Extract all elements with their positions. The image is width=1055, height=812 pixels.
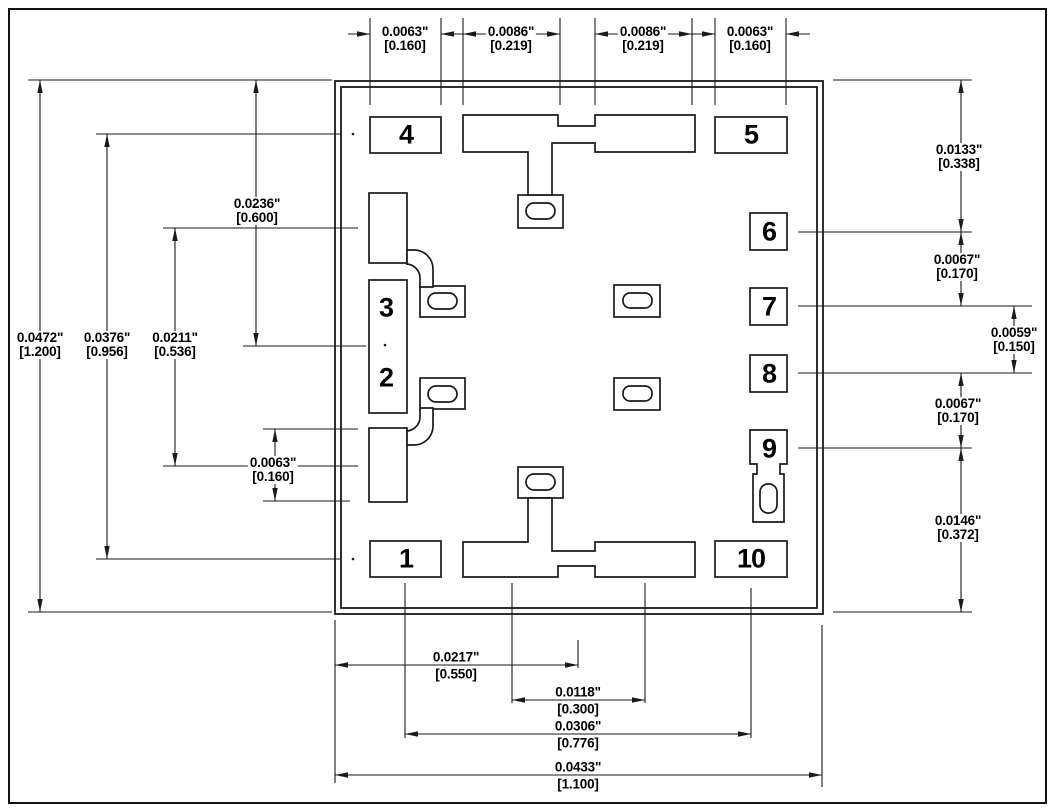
center-lower-slot (622, 385, 653, 402)
dim-inches: 0.0063" (726, 24, 774, 39)
dim-mm: [0.160] (384, 38, 426, 53)
pad-5-label: 5 (743, 119, 759, 150)
dim-mm: [0.600] (236, 210, 278, 225)
package-outline (334, 80, 824, 615)
pad-7-label: 7 (761, 291, 777, 322)
dim-label-right-67b: 0.0067" [0.170] (932, 396, 984, 425)
dim-mm: [0.338] (938, 156, 980, 171)
dim-inches: 0.0472" (16, 330, 64, 345)
dim-label-top4: 0.0063" [0.160] (724, 24, 776, 53)
pad-1-label: 1 (398, 543, 414, 574)
dim-mm: [0.219] (622, 38, 664, 53)
dim-label-left-pitch: 0.0376" [0.956] (81, 330, 133, 359)
dim-mm: [0.170] (936, 266, 978, 281)
dim-mm: [0.150] (993, 339, 1035, 354)
dim-inches: 0.0146" (934, 513, 982, 528)
center-upper-slot (622, 292, 653, 309)
dim-label-left-inner: 0.0211" [0.536] (150, 331, 200, 359)
dim-mm: [0.160] (729, 38, 771, 53)
left-top-pad (368, 192, 408, 264)
pad-1 (369, 540, 442, 578)
pad-4 (369, 116, 442, 154)
dim-mm: [0.956] (86, 344, 128, 359)
dim-label-right-59: 0.0059" [0.150] (988, 325, 1040, 354)
top-t-trace (462, 114, 696, 196)
dim-mm: [1.100] (557, 776, 599, 792)
center-marks (351, 132, 387, 561)
dim-mm: [0.776] (557, 735, 599, 751)
package-inner-rect (340, 86, 818, 609)
pad-6-label: 6 (761, 216, 777, 247)
dim-label-right-top: 0.0133" [0.338] (933, 142, 985, 171)
dim-mm: [0.170] (937, 410, 979, 425)
dim-label-top1: 0.0063" [0.160] (379, 24, 431, 53)
left-bottom-pad (368, 427, 408, 503)
dim-mm: [0.536] (154, 344, 196, 359)
pad-9-label: 9 (761, 433, 777, 464)
pad-6 (749, 212, 788, 251)
bottom-t-slot (525, 473, 556, 491)
dim-label-bottom-300: 0.0118" [0.300] (555, 684, 601, 717)
dim-inches: 0.0067" (934, 396, 982, 411)
pad-5 (714, 116, 788, 154)
pad-8 (749, 354, 788, 393)
dim-label-bottom-half: 0.0217" [0.550] (432, 649, 480, 682)
dim-mm: [0.160] (252, 469, 294, 484)
dim-inches: 0.0217" (432, 649, 480, 665)
dim-inches: 0.0211" (152, 330, 198, 345)
dim-label-top3: 0.0086" [0.219] (617, 24, 669, 53)
dim-inches: 0.0133" (935, 142, 983, 157)
pads (368, 114, 788, 578)
dim-label-bottom-overall: 0.0433" [1.100] (554, 759, 602, 792)
dim-inches: 0.0086" (487, 24, 535, 39)
pad-7 (749, 287, 788, 326)
pad-4-label: 4 (398, 119, 414, 150)
dim-inches: 0.0086" (619, 24, 667, 39)
dim-inches: 0.0067" (933, 252, 981, 267)
dim-label-right-67a: 0.0067" [0.170] (931, 252, 983, 281)
dim-inches: 0.0306" (554, 718, 602, 734)
dim-inches: 0.0063" (381, 24, 429, 39)
dimension-arrows (37, 31, 1017, 778)
pad-10-label: 10 (736, 543, 766, 574)
pad-8-label: 8 (761, 358, 777, 389)
dim-mm: [0.300] (557, 701, 599, 717)
dim-label-bottom-776: 0.0306" [0.776] (554, 718, 602, 751)
dim-label-left-small: 0.0063" [0.160] (247, 455, 299, 484)
dim-mm: [0.219] (490, 38, 532, 53)
dim-mm: [0.550] (435, 666, 477, 682)
extension-lines (28, 18, 1032, 787)
top-t-slot (525, 202, 556, 220)
dim-inches: 0.0118" (555, 684, 601, 700)
left-upper-slot (427, 292, 458, 310)
dim-inches: 0.0063" (249, 455, 297, 470)
dim-inches: 0.0059" (990, 325, 1038, 340)
dim-mm: [0.372] (937, 527, 979, 542)
pad-9-slot (759, 483, 778, 514)
bottom-t-trace (462, 497, 696, 578)
left-lower-elbow-trace (405, 407, 434, 446)
left-upper-elbow-trace (405, 249, 434, 288)
pad-3-2 (368, 279, 408, 414)
drawing-border (8, 8, 1047, 804)
dim-label-left-overall: 0.0472" [1.200] (14, 330, 66, 359)
pad-3-label: 3 (378, 292, 394, 323)
dim-inches: 0.0433" (554, 759, 602, 775)
pad-2-label: 2 (378, 362, 394, 393)
dim-inches: 0.0236" (233, 196, 281, 211)
dim-inches: 0.0376" (83, 330, 131, 345)
dim-label-top2: 0.0086" [0.219] (485, 24, 537, 53)
dim-label-right-bottom: 0.0146" [0.372] (932, 513, 984, 542)
pad-10 (714, 540, 788, 578)
dim-label-left-half: 0.0236" [0.600] (231, 196, 283, 225)
package-outer-rect (334, 80, 824, 615)
left-lower-slot (427, 385, 458, 403)
dim-mm: [1.200] (19, 344, 61, 359)
